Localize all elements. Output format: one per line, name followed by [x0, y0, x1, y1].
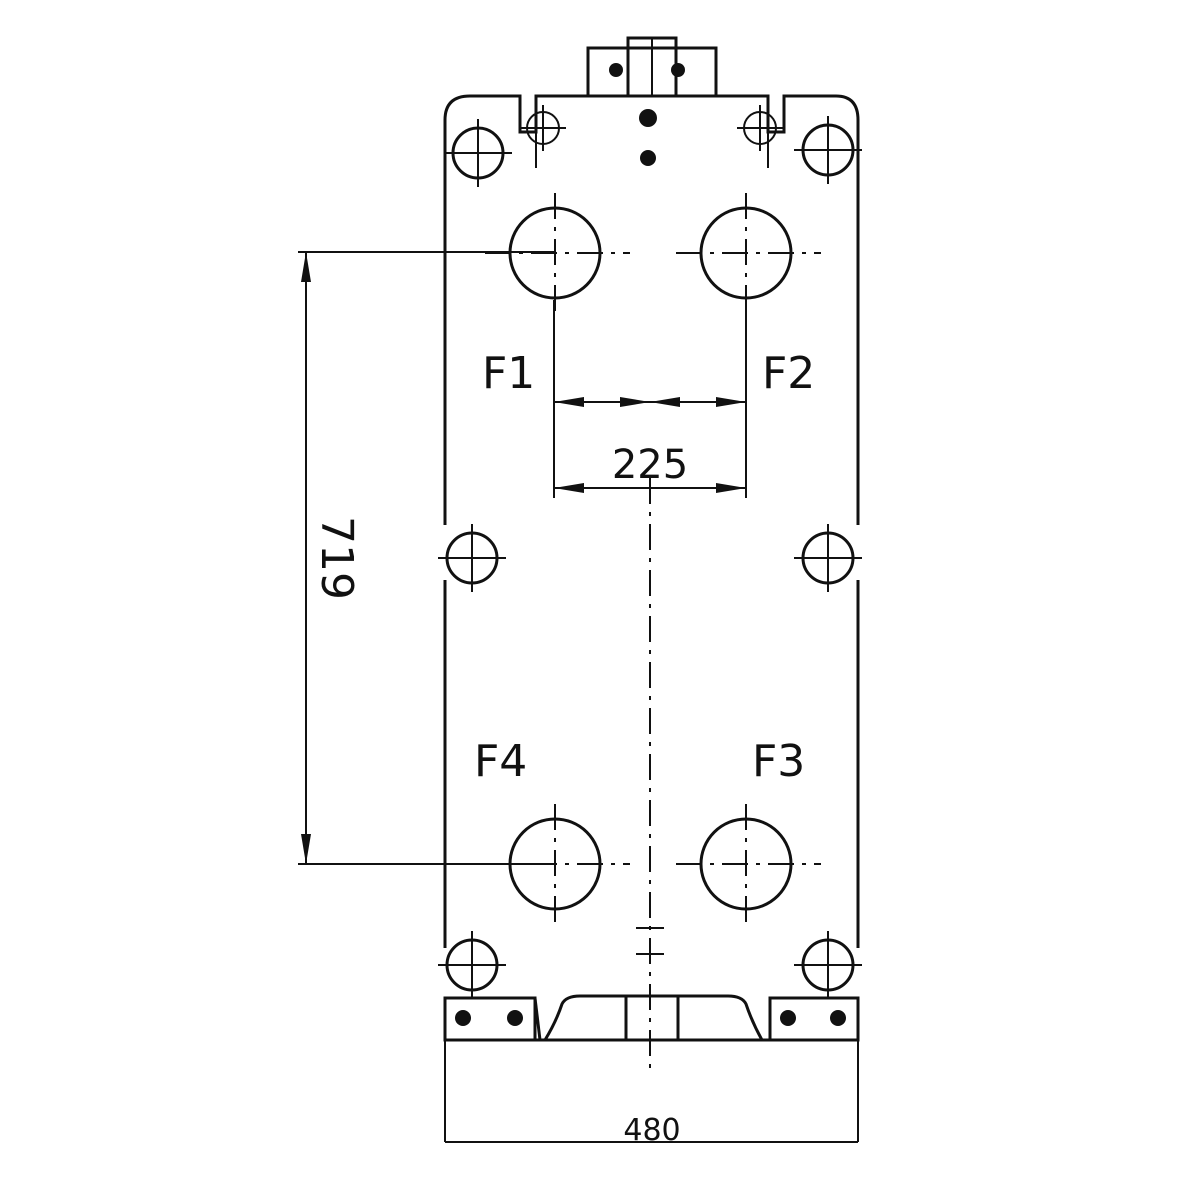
port-label-f3: F3 — [752, 736, 805, 787]
dimension-719-label: 719 — [311, 516, 362, 600]
bolt-hole — [438, 524, 506, 592]
bolt-hole — [794, 931, 862, 999]
port-f2 — [676, 193, 821, 313]
port-holes — [485, 193, 821, 924]
top-hanger — [586, 36, 718, 98]
bottom-guide-bar — [443, 994, 860, 1042]
top-fixing-points — [520, 105, 783, 166]
port-label-f4: F4 — [474, 736, 527, 787]
dimension-480: 480 — [445, 1113, 858, 1148]
dimension-480-label: 480 — [623, 1113, 680, 1148]
bolt-hole — [438, 931, 506, 999]
port-f3 — [676, 804, 821, 924]
dimension-225: 225 — [553, 300, 747, 498]
tie-bolt-holes — [438, 116, 862, 999]
dimension-719: 719 — [298, 251, 555, 865]
port-label-f1: F1 — [482, 348, 535, 399]
bolt-hole — [794, 116, 862, 184]
bolt-hole — [444, 119, 512, 187]
port-label-f2: F2 — [762, 348, 815, 399]
bolt-hole — [794, 524, 862, 592]
